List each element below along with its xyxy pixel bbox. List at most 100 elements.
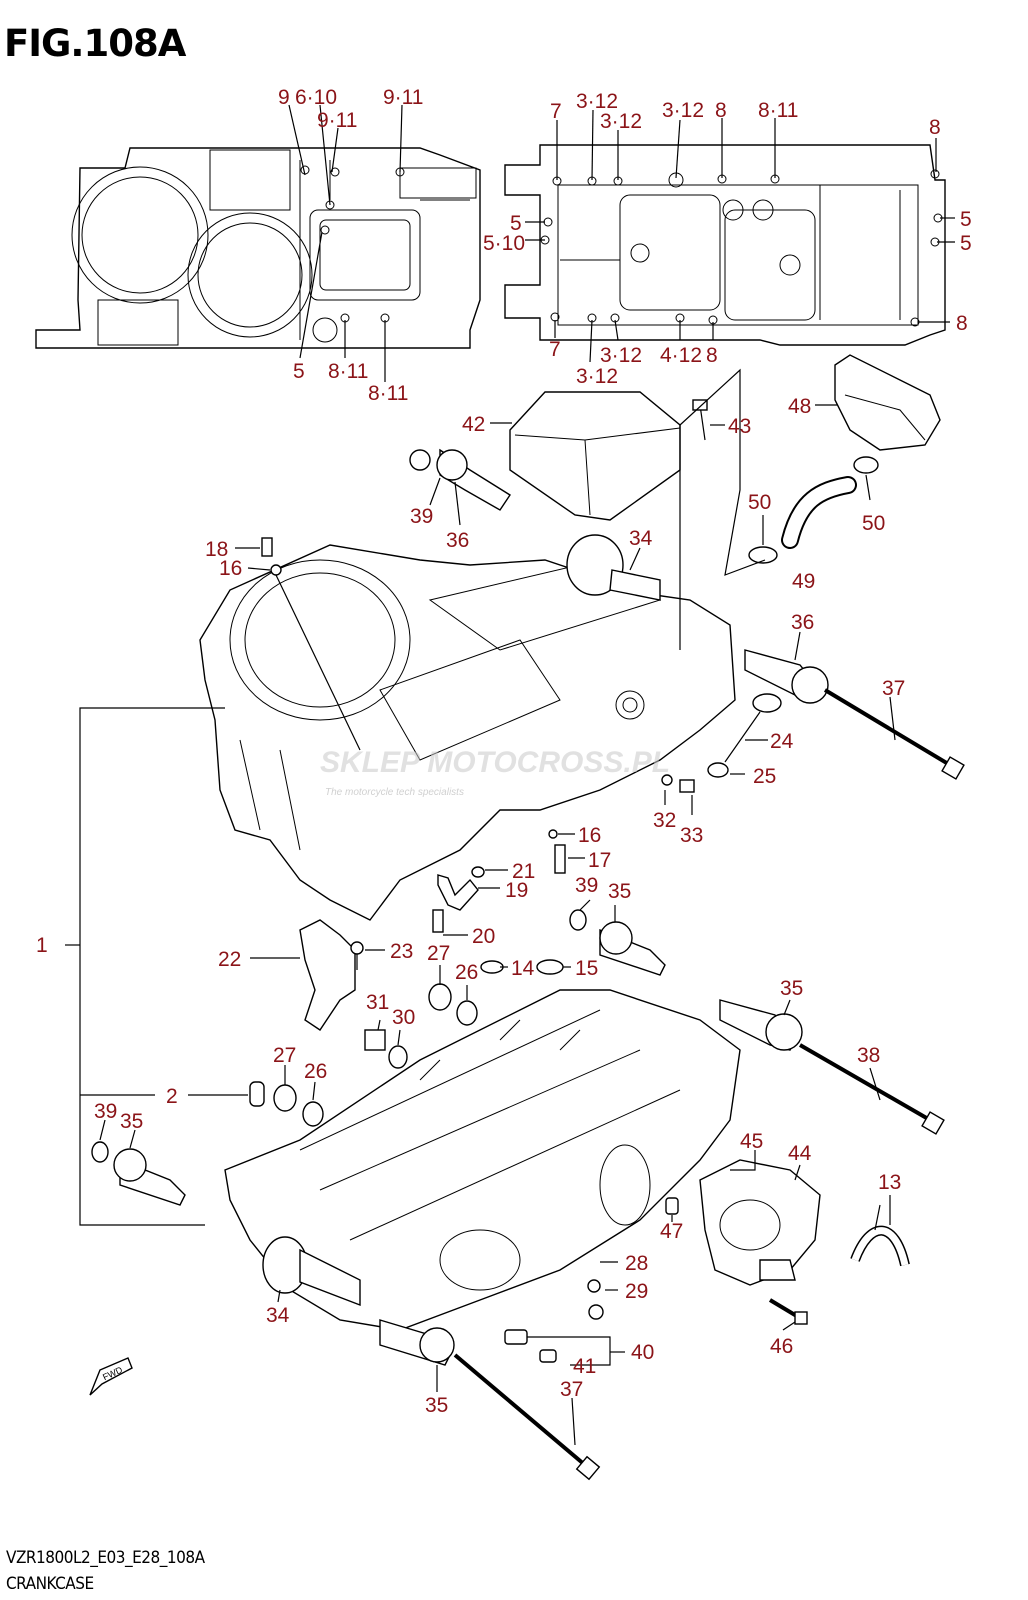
figure-title: FIG.108A (4, 22, 186, 65)
hose-clamps (748, 456, 879, 564)
callout-50: 50 (862, 512, 885, 535)
stud-bolt-bottom (379, 1319, 601, 1481)
callout-3-12: 3·12 (576, 90, 618, 113)
callout-38: 38 (857, 1044, 880, 1067)
callout-42: 42 (462, 413, 485, 436)
bearing-housing-upper (566, 534, 661, 601)
callout-3-12: 3·12 (576, 365, 618, 388)
callout-13: 13 (878, 1171, 901, 1194)
stud-bolt-lower-right (719, 999, 945, 1135)
callout-8-11: 8·11 (368, 382, 408, 405)
callout-17: 17 (588, 849, 611, 872)
callout-37: 37 (560, 1378, 583, 1401)
callout-20: 20 (472, 925, 495, 948)
bearing-housing-lower (262, 1236, 361, 1307)
callout-30: 30 (392, 1006, 415, 1029)
callout-15: 15 (575, 957, 598, 980)
watermark-brand: SKLEP MOTOCROSS.PL (320, 746, 670, 779)
stud-bolt-lower-left (91, 1141, 186, 1206)
callout-2: 2 (166, 1085, 178, 1108)
lower-crankcase-bottom-view (504, 144, 946, 346)
callout-16: 16 (578, 824, 601, 847)
callout-9: 9 (278, 86, 290, 109)
callout-33: 33 (680, 824, 703, 847)
dowel-pin-2 (249, 1081, 324, 1127)
callout-43: 43 (728, 415, 751, 438)
callout-numbers: 9 6·10 9·11 9·11 5 8·11 8·11 7 3·12 3·12… (36, 86, 972, 1417)
callout-8-11: 8·11 (328, 360, 368, 383)
breather-hose (781, 476, 857, 549)
callout-28: 28 (625, 1252, 648, 1275)
watermark: SKLEP MOTOCROSS.PL The motorcycle tech s… (320, 746, 670, 798)
callout-4-12: 4·12 (660, 344, 702, 367)
callout-8-11: 8·11 (758, 99, 798, 122)
callout-24: 24 (770, 730, 794, 753)
o-rings (428, 959, 564, 1026)
union-bolt-40 (504, 1329, 557, 1363)
callout-19: 19 (505, 879, 528, 902)
stud-bolt-upper-left (409, 448, 511, 511)
callout-5: 5 (510, 212, 522, 235)
oil-filler-cap (707, 693, 782, 778)
callout-5: 5 (960, 232, 972, 255)
callout-48: 48 (788, 395, 811, 418)
callout-35: 35 (608, 880, 631, 903)
callout-3-12: 3·12 (600, 110, 642, 133)
callout-23: 23 (390, 940, 413, 963)
thrust-washer (850, 1225, 910, 1267)
callout-40: 40 (631, 1341, 654, 1364)
breather-box (834, 354, 941, 451)
jet-17 (548, 829, 566, 874)
callout-39: 39 (94, 1100, 117, 1123)
callout-27: 27 (273, 1044, 296, 1067)
callout-39: 39 (575, 874, 598, 897)
callout-34: 34 (629, 527, 653, 550)
bolt-32-33 (661, 774, 695, 793)
callout-6-10: 6·10 (295, 86, 337, 109)
callout-34: 34 (266, 1304, 290, 1327)
callout-8: 8 (715, 99, 727, 122)
callout-46: 46 (770, 1335, 793, 1358)
callout-36: 36 (446, 529, 469, 552)
callout-3-12: 3·12 (600, 344, 642, 367)
callout-35: 35 (120, 1110, 143, 1133)
callout-32: 32 (653, 809, 676, 832)
callout-1: 1 (36, 934, 48, 957)
callout-47: 47 (660, 1220, 683, 1243)
callout-7: 7 (549, 338, 561, 361)
callout-14: 14 (511, 957, 535, 980)
callout-45: 45 (740, 1130, 763, 1153)
plug-31 (364, 1029, 408, 1069)
callout-21: 21 (512, 860, 535, 883)
callout-29: 29 (625, 1280, 648, 1303)
callout-37: 37 (882, 677, 905, 700)
callout-26: 26 (455, 961, 478, 984)
callout-44: 44 (788, 1142, 812, 1165)
callout-27: 27 (427, 942, 450, 965)
callout-22: 22 (218, 948, 241, 971)
water-pump-cover (699, 1159, 821, 1286)
callout-8: 8 (956, 312, 968, 335)
callout-5: 5 (960, 208, 972, 231)
callout-7: 7 (550, 100, 562, 123)
callout-41: 41 (573, 1355, 596, 1378)
callout-49: 49 (792, 570, 815, 593)
model-code: VZR1800L2_E03_E28_108A (6, 1548, 205, 1568)
upper-crankcase-top-view (35, 147, 481, 349)
figure-name: CRANKCASE (6, 1574, 94, 1594)
callout-35: 35 (425, 1394, 448, 1417)
bracket-22 (299, 919, 364, 1031)
callout-9-11: 9·11 (383, 86, 423, 109)
callout-5-10: 5·10 (483, 232, 525, 255)
stud-bolt-mid (569, 909, 666, 976)
callout-31: 31 (366, 991, 389, 1014)
breather-cover (509, 391, 681, 521)
dowel-pin-47 (665, 1197, 679, 1215)
bolt-43 (692, 399, 708, 441)
leader-lines (65, 104, 955, 1446)
callout-36: 36 (791, 611, 814, 634)
fwd-arrow: FWD (89, 1357, 133, 1396)
callout-26: 26 (304, 1060, 327, 1083)
callout-50: 50 (748, 491, 771, 514)
